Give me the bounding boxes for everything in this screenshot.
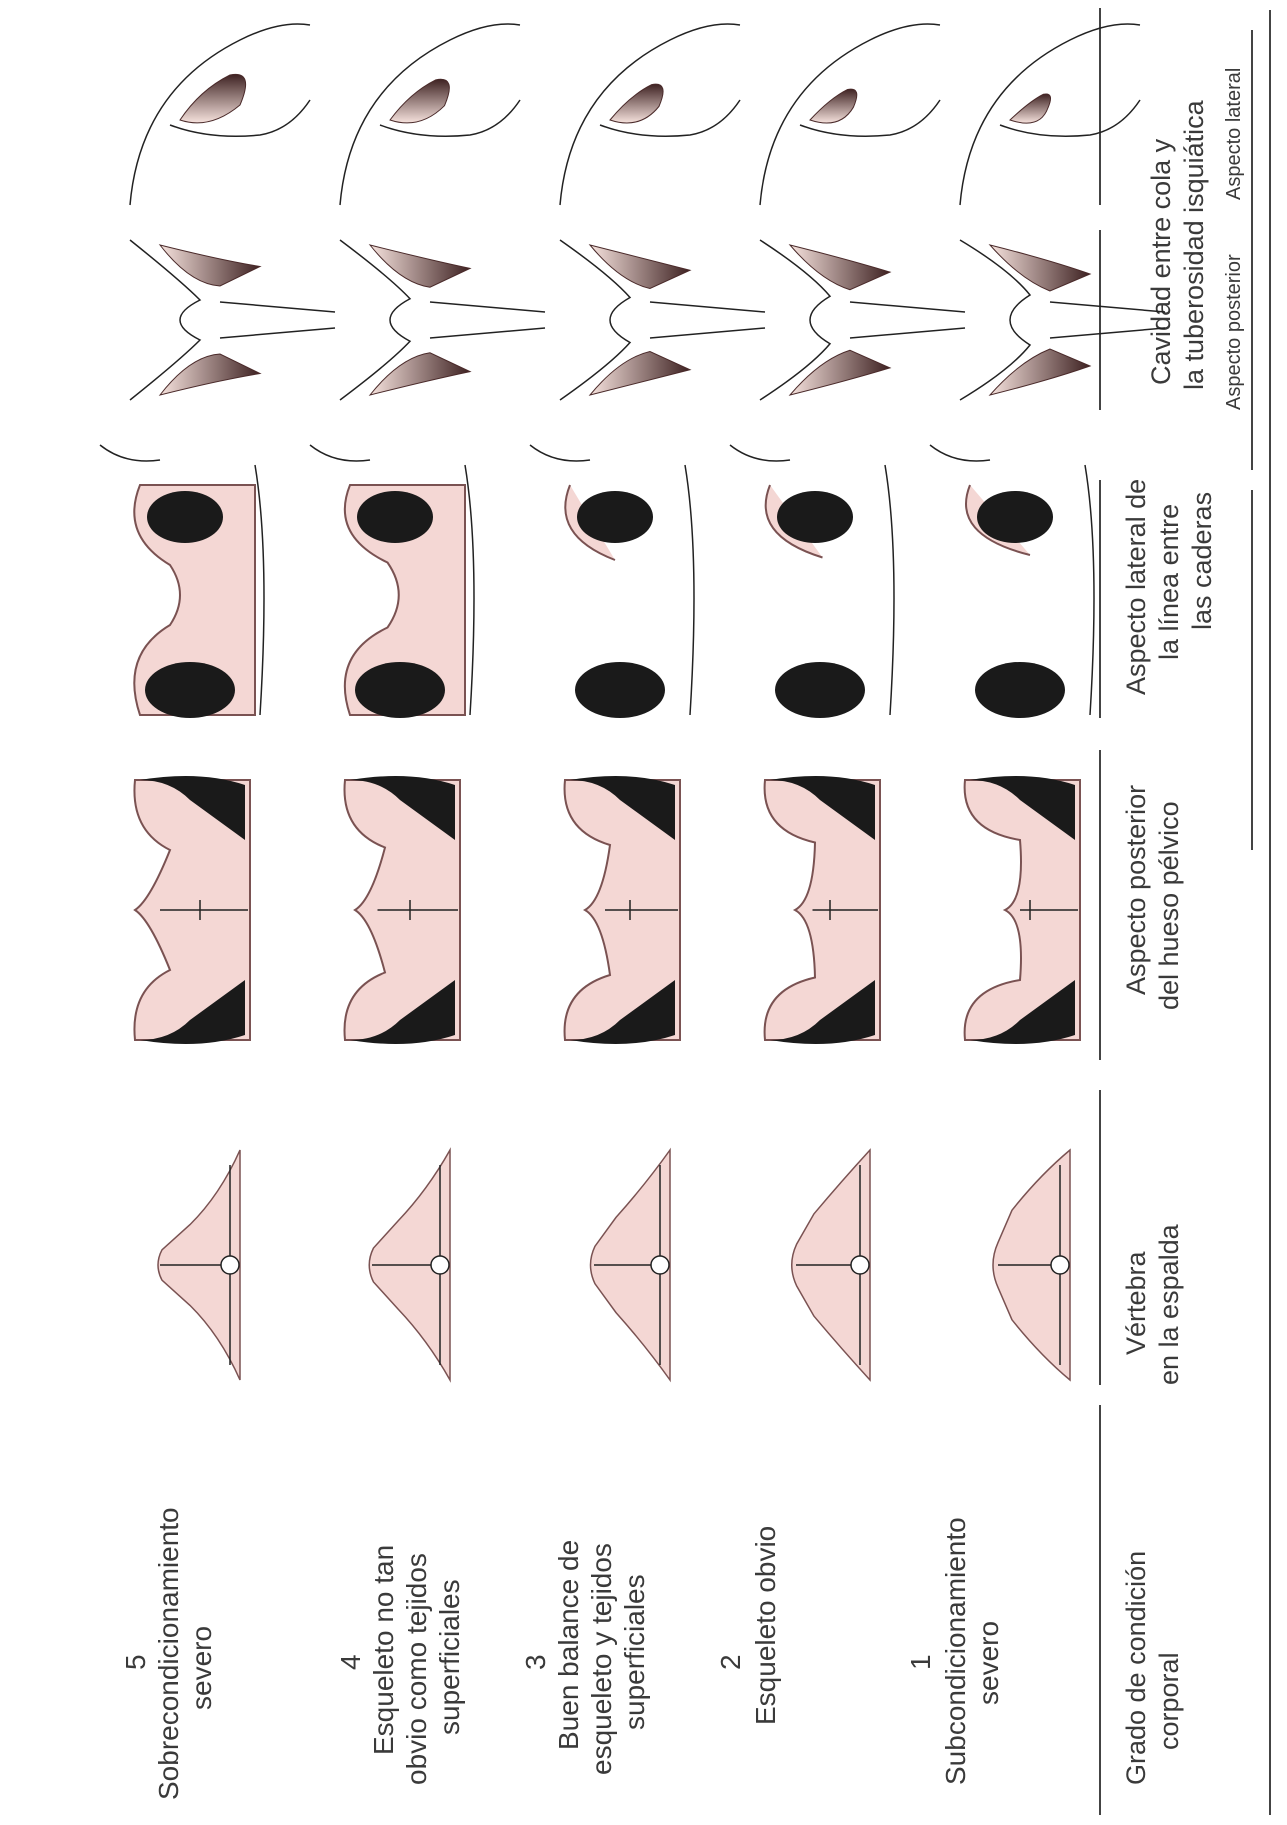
hip-tail-line	[530, 445, 590, 461]
tail-line-right	[220, 328, 335, 338]
grade-1-hip-lateral	[100, 445, 264, 718]
grade-3-number: 3	[520, 1654, 551, 1670]
hip-bone-rear	[975, 662, 1065, 718]
hip-back-line	[465, 465, 474, 715]
vertebra-bone-circle	[221, 1256, 239, 1274]
tail-line-right	[430, 328, 545, 338]
grade-2-number: 2	[715, 1654, 746, 1670]
hip-bone-rear	[775, 662, 865, 718]
vertebra-bone-circle	[1051, 1256, 1069, 1274]
cavity-posterior-left	[790, 245, 890, 290]
cavity-lateral-shape	[180, 74, 246, 122]
vertebra-bone-circle	[431, 1256, 449, 1274]
tail-line-right	[850, 328, 965, 338]
grade-2-pelvis-posterior	[345, 776, 461, 1044]
grade-2-description: Esqueleto obvio	[750, 1526, 781, 1725]
hip-back-line	[255, 465, 264, 715]
grade-4-illustrations	[730, 24, 965, 1380]
grade-1-description: Subcondicionamiento severo	[940, 1509, 1004, 1785]
cavity-posterior-right	[790, 350, 890, 395]
cavity-lateral-shape	[810, 89, 857, 123]
hip-tail-line	[930, 445, 990, 461]
grade-5-hip-lateral	[930, 445, 1094, 718]
hip-bone-front	[147, 491, 223, 543]
grade-4-number: 4	[335, 1654, 366, 1670]
cavity-posterior-right	[990, 349, 1090, 395]
grade-3-description: Buen balance de esqueleto y tejidos supe…	[553, 1532, 650, 1775]
grade-1-illustrations	[100, 24, 335, 1380]
grade-4-cavity-posterior	[760, 240, 965, 400]
cavity-posterior-left	[990, 245, 1090, 291]
cavity-posterior-left	[160, 245, 260, 286]
hip-bone-front	[577, 491, 653, 543]
hip-tail-line	[730, 445, 790, 461]
hip-bone-rear	[355, 662, 445, 718]
grade-3-hip-lateral	[530, 445, 694, 718]
illustrations	[100, 24, 1165, 1380]
grade-5-number: 5	[120, 1654, 151, 1670]
header-vertebra: Vértebra en la espalda	[1121, 1223, 1184, 1385]
grade-3-cavity-lateral	[560, 24, 740, 205]
grade-4-hip-lateral	[730, 445, 894, 718]
grade-3-vertebra	[591, 1150, 671, 1380]
grade-1-cavity-lateral	[130, 24, 310, 205]
hip-bone-front	[357, 491, 433, 543]
cavity-lateral-shape	[610, 84, 663, 123]
grade-1-cavity-posterior	[130, 240, 335, 400]
hip-bone-rear	[145, 662, 235, 718]
header-hip-lateral: Aspecto lateral de la línea entre las ca…	[1121, 471, 1217, 695]
cavity-posterior-right	[370, 353, 470, 395]
hip-bone-rear	[575, 662, 665, 718]
header-cavity: Cavidad entre cola y la tuberosidad isqu…	[1146, 99, 1209, 390]
tail-line-left	[850, 302, 965, 312]
hip-bone-front	[977, 491, 1053, 543]
grade-1-number: 1	[905, 1654, 936, 1670]
tail-line-left	[220, 302, 335, 312]
hip-tail-line	[310, 445, 370, 461]
grade-5-pelvis-posterior	[965, 776, 1080, 1044]
hip-back-line	[1085, 465, 1094, 715]
hip-back-line	[685, 465, 694, 715]
cavity-posterior-left	[590, 245, 690, 289]
grade-2-cavity-lateral	[340, 24, 520, 205]
grade-2-illustrations	[310, 24, 545, 1380]
cavity-lateral-shape	[1010, 94, 1051, 123]
grade-3-illustrations	[530, 24, 765, 1380]
header-cavity-lateral: Aspecto lateral	[1223, 68, 1245, 200]
hip-tail-line	[100, 445, 160, 461]
vertebra-bone-circle	[651, 1256, 669, 1274]
hip-back-line	[885, 465, 894, 715]
grade-2-cavity-posterior	[340, 240, 545, 400]
grade-4-cavity-lateral	[760, 24, 940, 205]
cavity-posterior-left	[370, 245, 470, 287]
grade-3-pelvis-posterior	[565, 776, 680, 1044]
grade-3-cavity-posterior	[560, 240, 765, 400]
grade-1-pelvis-posterior	[134, 776, 250, 1044]
grade-2-vertebra	[369, 1150, 450, 1380]
grade-5-description: Sobrecondicionamiento severo	[153, 1500, 217, 1800]
grade-5-illustrations	[930, 24, 1165, 1380]
tail-line-left	[650, 302, 765, 312]
grade-5-vertebra	[993, 1150, 1070, 1380]
cavity-lateral-back-line	[760, 24, 940, 205]
grade-5-cavity-posterior	[960, 240, 1165, 400]
grade-4-pelvis-posterior	[765, 776, 880, 1044]
grade-4-vertebra	[792, 1150, 870, 1380]
cavity-posterior-right	[160, 354, 260, 395]
tail-line-left	[430, 302, 545, 312]
grade-4-description: Esqueleto no tan obvio como tejidos supe…	[368, 1537, 465, 1785]
cavity-lateral-back-line	[960, 24, 1140, 205]
header-grade: Grado de condición corporal	[1121, 1543, 1184, 1785]
hip-bone-front	[777, 491, 853, 543]
vertebra-bone-circle	[851, 1256, 869, 1274]
grade-1-vertebra	[158, 1150, 240, 1380]
cavity-lateral-shape	[390, 79, 449, 123]
header-cavity-posterior: Aspecto posterior	[1223, 254, 1245, 410]
header-pelvis-posterior: Aspecto posterior del hueso pélvico	[1121, 777, 1184, 1010]
cavity-posterior-right	[590, 352, 690, 396]
grade-5-cavity-lateral	[960, 24, 1140, 205]
grade-2-hip-lateral	[310, 445, 474, 718]
tail-line-right	[650, 328, 765, 338]
